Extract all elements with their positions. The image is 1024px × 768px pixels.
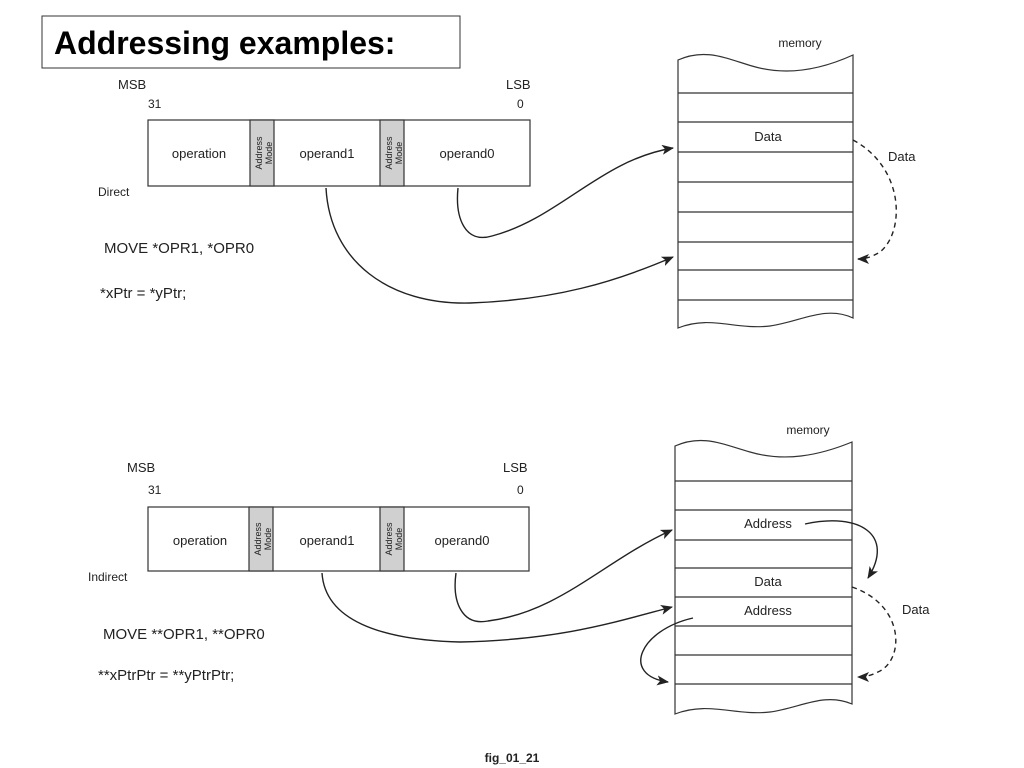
address-deref-arrow-2 <box>640 617 694 686</box>
operation-field: operation <box>172 146 226 161</box>
instruction-word: operation operand1 operand0 Address Mode… <box>147 119 531 187</box>
lsb-bit: 0 <box>517 483 524 497</box>
operand1-pointer-arrow <box>321 572 673 643</box>
operand0-pointer-arrow <box>454 529 673 623</box>
msb-label: MSB <box>127 460 155 475</box>
msb-label: MSB <box>118 77 146 92</box>
address-mode-field-1 <box>248 506 274 572</box>
memory-label: memory <box>786 423 829 437</box>
address-mode-text-0: Address Mode <box>384 522 404 556</box>
operand1-pointer-arrow <box>325 187 674 304</box>
data-copy-arrow <box>851 586 897 682</box>
operand0-pointer-arrow <box>456 144 674 239</box>
svg-text:Address: Address <box>253 522 263 556</box>
svg-text:Address: Address <box>384 136 394 170</box>
address-deref-arrow <box>804 520 879 579</box>
memory-block-direct: memory Data <box>677 36 854 329</box>
address-mode-field-0 <box>379 119 405 187</box>
data-cell: Data <box>754 129 782 144</box>
data-cell: Data <box>754 574 782 589</box>
mode-label-direct: Direct <box>98 185 130 199</box>
address-mode-text-1: Address Mode <box>254 136 274 170</box>
indirect-section: MSB 31 LSB 0 operation operand1 operand0… <box>88 423 930 715</box>
address-cell-2: Address <box>744 603 792 618</box>
address-mode-field-0 <box>379 506 405 572</box>
operand0-field: operand0 <box>435 533 490 548</box>
operand1-field: operand1 <box>300 146 355 161</box>
memory-label: memory <box>778 36 821 50</box>
c-code-text: *xPtr = *yPtr; <box>100 285 186 302</box>
instruction-word: operation operand1 operand0 Address Mode… <box>147 506 530 572</box>
lsb-label: LSB <box>506 77 531 92</box>
page-title: Addressing examples: <box>54 25 395 61</box>
instruction-text: MOVE **OPR1, **OPR0 <box>103 626 265 643</box>
operand1-field: operand1 <box>300 533 355 548</box>
lsb-label: LSB <box>503 460 528 475</box>
address-mode-text-1: Address Mode <box>253 522 273 556</box>
address-mode-text-0: Address Mode <box>384 136 404 170</box>
svg-text:Address: Address <box>254 136 264 170</box>
msb-bit: 31 <box>148 97 162 111</box>
memory-block-indirect: memory Address Data Address <box>674 423 853 715</box>
mode-label-indirect: Indirect <box>88 570 128 584</box>
title-box: Addressing examples: <box>41 15 461 69</box>
msb-bit: 31 <box>148 483 162 497</box>
instruction-text: MOVE *OPR1, *OPR0 <box>104 240 254 257</box>
direct-section: MSB 31 LSB 0 operation operand1 operand0… <box>98 36 916 329</box>
data-transfer-label: Data <box>902 602 930 617</box>
operand0-field: operand0 <box>440 146 495 161</box>
address-mode-field-1 <box>249 119 275 187</box>
lsb-bit: 0 <box>517 97 524 111</box>
figure-caption: fig_01_21 <box>485 751 540 765</box>
data-transfer-label: Data <box>888 149 916 164</box>
c-code-text: **xPtrPtr = **yPtrPtr; <box>98 667 234 684</box>
svg-text:Mode: Mode <box>263 528 273 551</box>
svg-text:Mode: Mode <box>394 142 404 165</box>
address-cell-1: Address <box>744 516 792 531</box>
svg-text:Mode: Mode <box>264 142 274 165</box>
svg-text:Mode: Mode <box>394 528 404 551</box>
data-copy-arrow <box>852 139 897 264</box>
svg-text:Address: Address <box>384 522 394 556</box>
operation-field: operation <box>173 533 227 548</box>
